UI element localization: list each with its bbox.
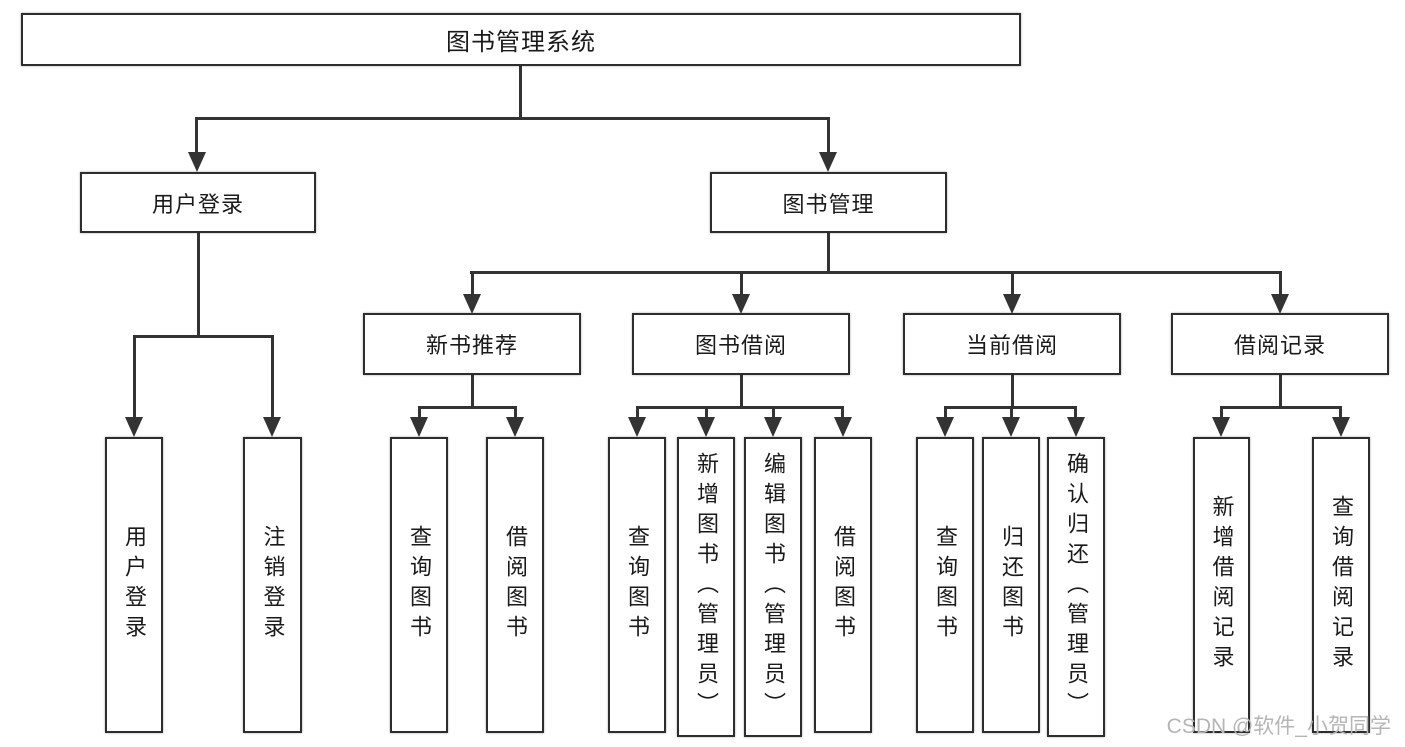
node-new-book-recommend: 新书推荐: [363, 313, 581, 375]
leaf-return-book: 归还图书: [982, 437, 1040, 733]
node-current-borrowing: 当前借阅: [903, 313, 1121, 375]
connector-stem: [514, 406, 517, 419]
arrow-down-icon: [506, 417, 524, 437]
arrow-down-icon: [628, 417, 646, 437]
node-library-system: 图书管理系统: [21, 13, 1021, 66]
connector-stem: [1011, 271, 1014, 295]
connector-trunk: [740, 375, 743, 408]
leaf-add-book-admin: 新增图书（管理员）: [677, 437, 735, 737]
leaf-query-books-current: 查询图书: [916, 437, 974, 733]
watermark-text: CSDN @软件_小贺同学: [1166, 715, 1391, 738]
arrow-down-icon: [1067, 417, 1085, 437]
arrow-down-icon: [463, 294, 481, 314]
connector-stem: [1010, 406, 1013, 419]
connector-trunk: [1011, 375, 1014, 408]
connector-userlogin-span: [133, 335, 274, 338]
connector-stem: [1074, 406, 1077, 419]
leaf-borrow-books-recommend: 借阅图书: [486, 437, 544, 733]
arrow-down-icon: [936, 417, 954, 437]
leaf-borrow-books-borrowing: 借阅图书: [814, 437, 872, 733]
connector-stem: [271, 335, 274, 418]
connector-bookmgmt-span: [470, 271, 1282, 274]
node-borrow-records: 借阅记录: [1171, 313, 1389, 375]
leaf-query-borrow-record: 查询借阅记录: [1312, 437, 1370, 733]
node-book-management: 图书管理: [710, 172, 947, 233]
leaf-user-login: 用户登录: [105, 437, 163, 733]
leaf-logout: 注销登录: [243, 437, 302, 733]
arrow-down-icon: [834, 417, 852, 437]
arrow-down-icon: [188, 152, 206, 172]
connector-root-span: [196, 117, 829, 120]
connector-stem: [195, 117, 198, 153]
arrow-down-icon: [125, 417, 143, 437]
connector-stem: [841, 406, 844, 419]
connector-span: [1220, 406, 1342, 409]
leaf-confirm-return-admin: 确认归还（管理员）: [1047, 437, 1105, 737]
arrow-down-icon: [1003, 294, 1021, 314]
leaf-edit-book-admin: 编辑图书（管理员）: [744, 437, 802, 737]
connector-stem: [471, 271, 474, 295]
connector-span: [636, 406, 844, 409]
leaf-add-borrow-record: 新增借阅记录: [1193, 437, 1250, 733]
connector-bookmgmt-trunk: [827, 233, 830, 273]
arrow-down-icon: [410, 417, 428, 437]
connector-stem: [636, 406, 639, 419]
connector-stem: [1339, 406, 1342, 419]
connector-stem: [827, 117, 830, 153]
connector-span: [418, 406, 516, 409]
leaf-query-books-borrowing: 查询图书: [608, 437, 666, 733]
node-user-login: 用户登录: [80, 172, 316, 233]
connector-trunk: [471, 375, 474, 408]
arrow-down-icon: [764, 417, 782, 437]
connector-stem: [1279, 271, 1282, 295]
arrow-down-icon: [819, 152, 837, 172]
connector-stem: [944, 406, 947, 419]
arrow-down-icon: [1002, 417, 1020, 437]
connector-stem: [1220, 406, 1223, 419]
leaf-query-books-recommend: 查询图书: [390, 437, 448, 733]
node-book-borrowing: 图书借阅: [632, 313, 850, 375]
arrow-down-icon: [697, 417, 715, 437]
connector-stem: [740, 271, 743, 295]
connector-stem: [133, 335, 136, 418]
arrow-down-icon: [263, 417, 281, 437]
connector-stem: [772, 406, 775, 419]
connector-trunk: [1279, 375, 1282, 408]
arrow-down-icon: [1271, 294, 1289, 314]
connector-stem: [705, 406, 708, 419]
arrow-down-icon: [1332, 417, 1350, 437]
connector-root-trunk: [519, 66, 522, 118]
connector-stem: [418, 406, 421, 419]
arrow-down-icon: [732, 294, 750, 314]
connector-userlogin-trunk: [197, 233, 200, 337]
arrow-down-icon: [1212, 417, 1230, 437]
